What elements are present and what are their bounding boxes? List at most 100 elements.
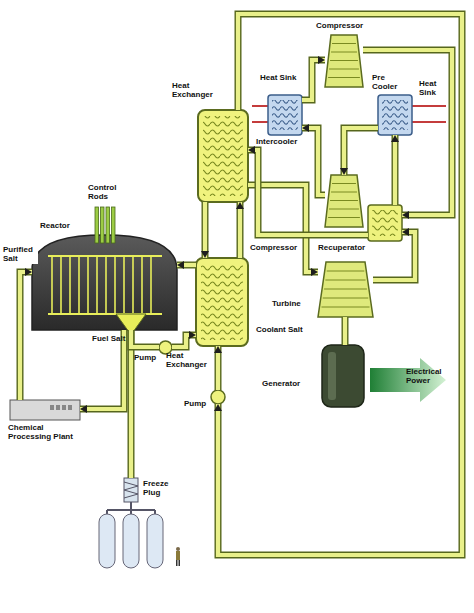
salt-pipe [131, 330, 159, 347]
drawing-part [106, 207, 110, 243]
drawing-part [176, 547, 180, 551]
heat-exchanger: Heat Exchanger [196, 258, 248, 346]
pump: Pump [159, 341, 172, 354]
drawing-part [325, 175, 363, 227]
chemical-plant: Chemical Processing Plant [10, 400, 80, 420]
component-label: Generator [262, 380, 320, 389]
detail-stroke [141, 256, 143, 314]
detail-stroke [331, 192, 357, 193]
arrow-head [402, 211, 409, 219]
drawing-part [268, 95, 302, 135]
drawing-part [201, 264, 243, 340]
detail-stroke [123, 256, 125, 314]
flow-label: Fuel Salt [92, 335, 126, 344]
pipe-label: Purified Salt [2, 246, 38, 264]
pipe-outline [202, 202, 209, 258]
salt-pipe [373, 228, 415, 280]
pipe-outline [215, 346, 222, 390]
salt-pipe [302, 56, 325, 100]
drawing-part [272, 100, 298, 130]
recuperator [368, 205, 402, 241]
component-label: Chemical Processing Plant [8, 424, 88, 442]
drawing-part [56, 405, 60, 410]
arrow-head [311, 268, 318, 276]
drawing-part [107, 502, 155, 514]
component-label: Pre Cooler [372, 74, 400, 92]
component-label: Pump [184, 400, 210, 409]
salt-pipe [363, 50, 452, 219]
detail-stroke [87, 256, 89, 314]
detail-stroke [325, 280, 365, 281]
compressor: Compressor [325, 175, 363, 227]
pipe-fill [363, 50, 452, 215]
arrow-head [302, 124, 309, 132]
detail-stroke [321, 307, 369, 308]
drain-tanks [99, 502, 163, 568]
pipe-fill [344, 128, 378, 175]
pipe-outline [363, 50, 452, 215]
pump [211, 390, 225, 404]
salt-pipe [236, 202, 244, 258]
pipe-fill [238, 202, 242, 258]
pipe-outline [248, 150, 368, 235]
salt-pipe [302, 124, 325, 195]
intercooler [268, 95, 302, 135]
pipe-fill [203, 202, 207, 258]
salt-pipe [345, 317, 346, 345]
compressor: Compressor [325, 35, 363, 87]
salt-pipe [214, 346, 222, 390]
salt-pipe [20, 268, 32, 400]
drawing-part [372, 210, 398, 236]
drawing-part [328, 44, 360, 78]
pipe-fill [302, 128, 325, 195]
component-label: Compressor [250, 244, 304, 253]
drawing-part [50, 405, 54, 410]
drawing-part [32, 235, 177, 330]
arrow-head [318, 56, 325, 64]
pipe-fill [131, 330, 159, 347]
pipe-outline [177, 262, 196, 269]
arrow-head [340, 168, 348, 175]
drawing-part [147, 514, 163, 568]
drawing-part [124, 482, 138, 498]
freeze-plug: Freeze Plug [124, 478, 138, 502]
pre-cooler: Pre CoolerHeat Sink [378, 95, 412, 135]
chemical-plant [10, 400, 80, 420]
detail-stroke [150, 256, 152, 314]
component-label: Reactor [40, 222, 84, 231]
drawing-part [378, 95, 412, 135]
pre-cooler [378, 95, 412, 135]
drawing-part [68, 405, 72, 410]
reactor-vessel: Reactor [32, 235, 177, 330]
drawing-part [50, 405, 72, 410]
detail-stroke [332, 183, 356, 184]
pipe-outline [342, 317, 349, 345]
arrow-head [214, 404, 222, 411]
drawing-part [179, 560, 181, 566]
drawing-part [112, 207, 116, 243]
detail-stroke [327, 271, 365, 272]
arrow-head [201, 251, 209, 258]
drawing-part [99, 514, 115, 568]
component-label: Heat Exchanger [172, 82, 220, 100]
pipe-outline [131, 330, 159, 347]
arrow-head [402, 228, 409, 236]
salt-pipe [214, 14, 462, 555]
detail-stroke [323, 298, 368, 299]
drawing-part [62, 405, 66, 410]
arrow-head [248, 146, 255, 154]
detail-stroke [114, 256, 116, 314]
drawing-part [382, 100, 408, 130]
arrow-head [25, 268, 32, 276]
drawing-part [412, 121, 446, 123]
drawing-part [10, 400, 80, 420]
drawing-part [328, 184, 360, 218]
drawing-part [325, 35, 363, 87]
salt-pipe [391, 135, 399, 205]
drawing-part [368, 205, 402, 241]
drawing-part [48, 255, 162, 257]
salt-pipe [201, 202, 209, 258]
